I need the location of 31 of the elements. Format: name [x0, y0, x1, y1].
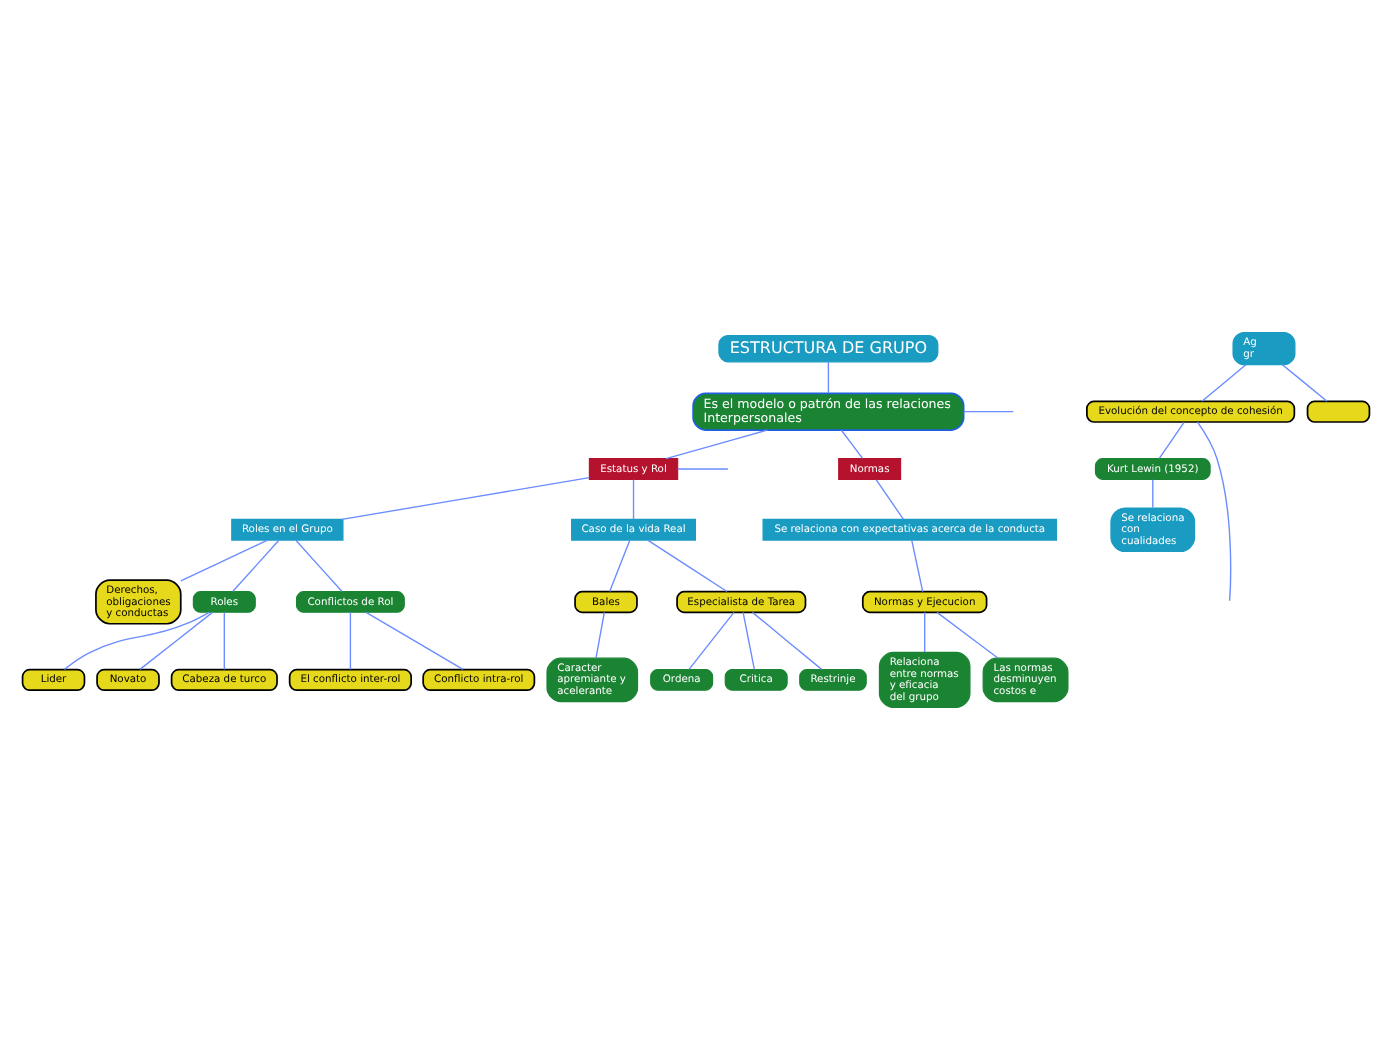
- connector: [688, 611, 735, 671]
- connector: [223, 611, 225, 671]
- connector: [632, 479, 635, 520]
- connector: [742, 611, 756, 671]
- connector: [1281, 364, 1328, 402]
- node-box: [1306, 400, 1371, 423]
- connector: [751, 611, 823, 671]
- connector: [936, 611, 999, 659]
- connector: [1152, 479, 1154, 509]
- connector: [232, 539, 280, 593]
- connector: [139, 611, 214, 671]
- connector: [608, 539, 631, 593]
- connector: [665, 429, 768, 460]
- connector: [911, 539, 924, 593]
- connector: [341, 476, 591, 521]
- connector: [180, 539, 269, 582]
- connector: [295, 539, 343, 593]
- connector: [647, 539, 728, 593]
- connector: [677, 468, 729, 470]
- connector: [963, 411, 1014, 413]
- connector: [875, 479, 904, 520]
- connector: [63, 611, 210, 671]
- connector: [924, 611, 926, 653]
- connector: [827, 361, 830, 394]
- connector: [595, 611, 606, 659]
- connector: [1158, 421, 1185, 460]
- connector: [349, 611, 352, 671]
- connector: [840, 429, 864, 460]
- connector: [1201, 364, 1247, 402]
- connector: [1196, 421, 1232, 602]
- connector: [365, 611, 464, 671]
